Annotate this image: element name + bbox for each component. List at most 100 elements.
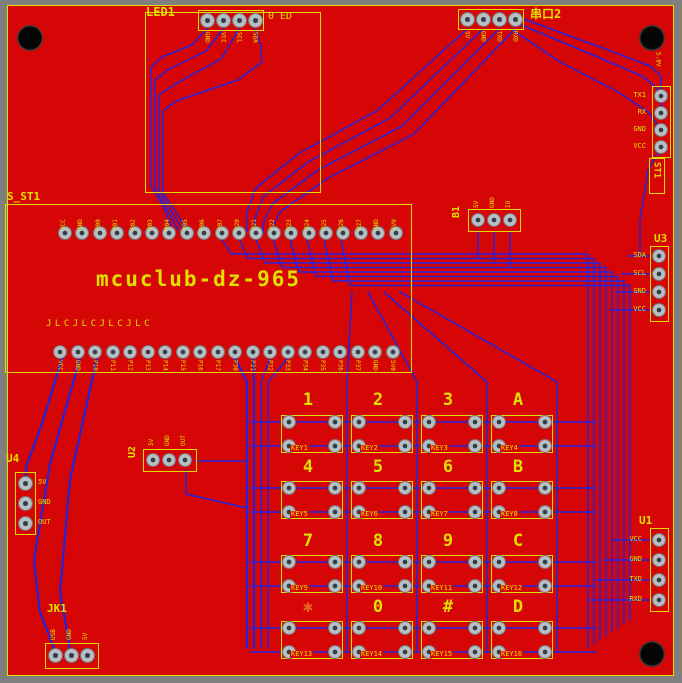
pad[interactable] [469,580,481,592]
pad[interactable] [211,346,224,358]
pad[interactable] [508,12,522,26]
pad[interactable] [655,90,667,102]
pad[interactable] [539,646,551,658]
st1-header-box[interactable] [652,86,671,158]
pad[interactable] [469,482,481,494]
pad[interactable] [18,496,32,510]
pad[interactable] [216,13,230,27]
pad[interactable] [198,227,211,239]
pad[interactable] [229,346,241,358]
pad[interactable] [246,346,259,358]
pad[interactable] [539,440,551,452]
b1-header-box[interactable] [468,209,521,232]
keypad-key[interactable] [421,555,483,593]
pad[interactable] [493,416,505,428]
pad[interactable] [54,346,66,358]
pad[interactable] [399,416,411,428]
pad[interactable] [179,454,191,466]
pad[interactable] [141,346,154,358]
pad[interactable] [316,346,329,358]
pad[interactable] [285,227,298,239]
pad[interactable] [469,416,481,428]
pad[interactable] [423,556,435,568]
keypad-key[interactable] [351,555,413,593]
pad[interactable] [653,250,665,262]
pad[interactable] [329,646,341,658]
pad[interactable] [493,556,505,568]
keypad-key[interactable] [351,621,413,659]
pad[interactable] [267,227,280,239]
pad[interactable] [655,124,667,136]
pad[interactable] [372,227,385,239]
pad[interactable] [493,482,505,494]
keypad-key[interactable] [281,481,343,519]
pad[interactable] [147,454,159,466]
pad[interactable] [320,227,332,239]
pad[interactable] [369,346,381,358]
pad[interactable] [334,346,346,358]
keypad-key[interactable] [491,415,553,453]
pad[interactable] [200,13,214,27]
keypad-key[interactable] [491,555,553,593]
pad[interactable] [653,594,665,606]
pad[interactable] [469,646,481,658]
pad[interactable] [329,440,341,452]
pad[interactable] [329,580,341,592]
keypad-key[interactable] [421,481,483,519]
pad[interactable] [329,622,341,634]
pad[interactable] [64,648,78,662]
pad[interactable] [18,516,32,530]
pad[interactable] [163,227,176,239]
pad[interactable] [655,107,667,119]
pad[interactable] [163,454,175,466]
pad[interactable] [283,482,295,494]
pad[interactable] [176,346,189,358]
keypad-key[interactable] [281,555,343,593]
mounting-hole[interactable] [17,25,43,51]
pad[interactable] [283,622,295,634]
pad[interactable] [399,646,411,658]
pad[interactable] [232,13,246,27]
pad[interactable] [469,440,481,452]
pad[interactable] [337,227,350,239]
pad[interactable] [539,622,551,634]
pad[interactable] [146,227,158,239]
pad[interactable] [504,214,516,226]
u3-header-box[interactable] [650,246,669,322]
pad[interactable] [423,622,435,634]
pad[interactable] [653,574,665,586]
pad[interactable] [194,346,206,358]
pad[interactable] [248,13,262,27]
pad[interactable] [89,346,101,358]
pad[interactable] [423,482,435,494]
mounting-hole[interactable] [639,25,665,51]
keypad-key[interactable] [281,415,343,453]
pad[interactable] [353,482,365,494]
pad[interactable] [539,416,551,428]
pad[interactable] [399,556,411,568]
pad[interactable] [281,346,294,358]
pad[interactable] [233,227,245,239]
pad[interactable] [472,214,484,226]
pad[interactable] [159,346,171,358]
u1-header-box[interactable] [650,528,669,612]
pad[interactable] [299,346,311,358]
keypad-key[interactable] [281,621,343,659]
pad[interactable] [386,346,399,358]
u4-header-box[interactable] [15,472,36,535]
pad[interactable] [469,622,481,634]
pad[interactable] [469,506,481,518]
pad[interactable] [354,227,367,239]
pad[interactable] [353,556,365,568]
keypad-key[interactable] [491,621,553,659]
serial2-header-box[interactable] [458,9,524,30]
pad[interactable] [48,648,62,662]
pad[interactable] [423,416,435,428]
jk1-header-box[interactable] [45,643,99,669]
pad[interactable] [653,286,665,298]
pad[interactable] [469,556,481,568]
led1-header-box[interactable] [198,10,264,31]
pad[interactable] [653,304,665,316]
